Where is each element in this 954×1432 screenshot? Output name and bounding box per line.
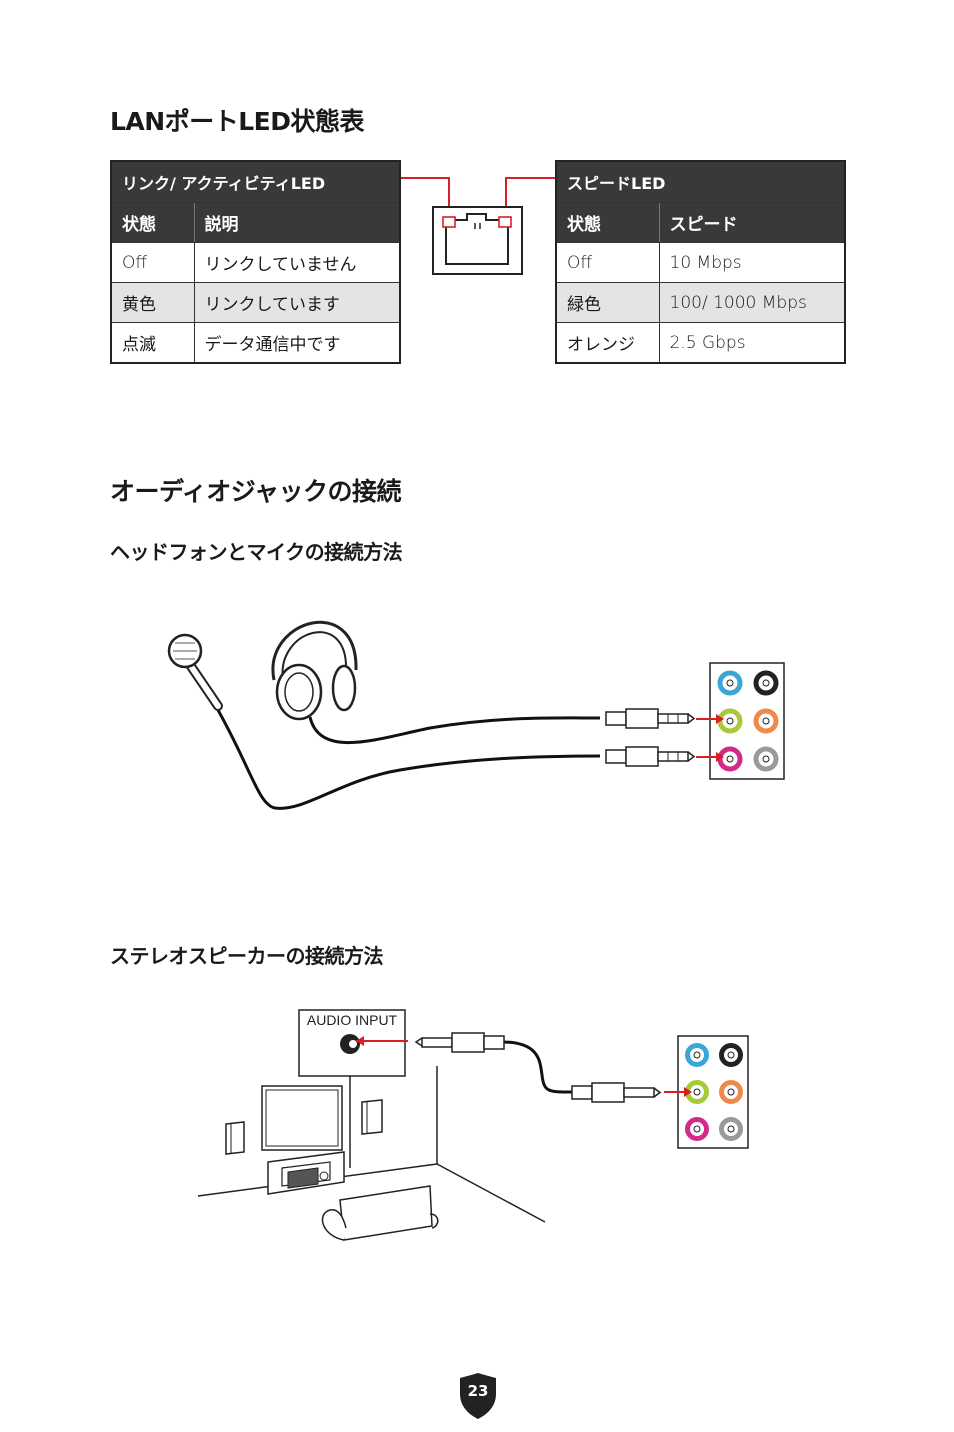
cell-desc: リンクしています <box>193 282 401 323</box>
speed-led-table: スピードLED 状態 スピード Off 10 Mbps 緑色 100/ 1000… <box>555 160 846 364</box>
audio-jack-panel-1 <box>696 662 785 780</box>
cell-speed: 100/ 1000 Mbps <box>658 282 846 323</box>
table-row: 緑色 100/ 1000 Mbps <box>555 282 846 323</box>
speaker-subtitle: ステレオスピーカーの接続方法 <box>110 944 384 968</box>
audio-input-label: AUDIO INPUT <box>307 1012 398 1028</box>
cell-state: オレンジ <box>555 322 660 364</box>
audio-input-box: AUDIO INPUT <box>298 1009 408 1077</box>
headphone-plug <box>605 708 696 729</box>
shield-icon <box>460 1373 496 1419</box>
speed-table-title: スピードLED <box>555 160 846 203</box>
mic-plug <box>605 746 696 767</box>
page-number: 23 <box>467 1382 489 1400</box>
cell-state: Off <box>555 242 660 283</box>
link-table-header-state: 状態 <box>110 202 195 243</box>
living-room-illustration <box>197 1066 546 1241</box>
table-row: 黄色 リンクしています <box>110 282 401 323</box>
lan-led-title: LANポートLED状態表 <box>110 107 364 136</box>
speaker-cable <box>414 1032 662 1103</box>
audio-jack-panel-2 <box>664 1035 749 1149</box>
lan-port-diagram <box>401 177 555 275</box>
link-table-header-desc: 説明 <box>193 202 401 243</box>
link-table-title: リンク/ アクティビティLED <box>110 160 401 203</box>
cell-state: 緑色 <box>555 282 660 323</box>
cell-state: 点滅 <box>110 322 195 364</box>
cell-state: Off <box>110 242 195 283</box>
table-row: 点滅 データ通信中です <box>110 322 401 364</box>
audio-jack-title: オーディオジャックの接続 <box>110 477 402 506</box>
speed-table-header-speed: スピード <box>658 202 846 243</box>
table-row: Off リンクしていません <box>110 242 401 283</box>
link-activity-led-table: リンク/ アクティビティLED 状態 説明 Off リンクしていません 黄色 リ… <box>110 160 401 364</box>
table-row: オレンジ 2.5 Gbps <box>555 322 846 364</box>
cell-speed: 2.5 Gbps <box>658 322 846 364</box>
page-number-badge: 23 <box>458 1372 498 1420</box>
cell-desc: リンクしていません <box>193 242 401 283</box>
headphone-subtitle: ヘッドフォンとマイクの接続方法 <box>110 540 403 564</box>
microphone-illustration <box>167 633 601 810</box>
headphones-illustration <box>271 620 601 745</box>
cell-desc: データ通信中です <box>193 322 401 364</box>
